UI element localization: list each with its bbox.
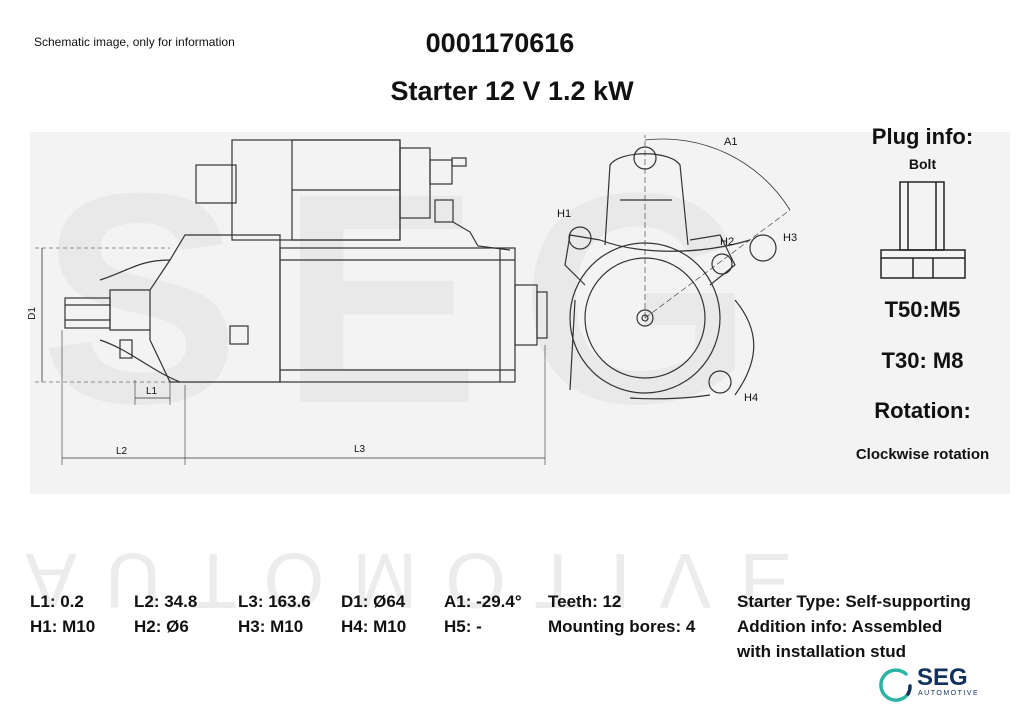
rotation-value: Clockwise rotation xyxy=(855,446,990,463)
spec-teeth: Teeth: 12 xyxy=(548,592,622,611)
spec-d1: D1: Ø64 xyxy=(341,592,406,611)
spec-h5: H5: - xyxy=(444,617,482,636)
plug-info-subtitle: Bolt xyxy=(908,156,937,172)
spec-starter-type: Starter Type: Self-supporting xyxy=(737,592,971,611)
spec-h4: H4: M10 xyxy=(341,617,407,636)
label-h1: H1 xyxy=(557,208,572,220)
spec-h1: H1: M10 xyxy=(30,617,96,636)
seg-logo-icon xyxy=(879,668,912,702)
front-view xyxy=(564,135,791,400)
terminal-t50: T50:M5 xyxy=(884,297,961,322)
label-h2: H2 xyxy=(720,236,735,248)
label-h4: H4 xyxy=(744,392,759,404)
spec-l1: L1: 0.2 xyxy=(30,592,84,611)
spec-l3: L3: 163.6 xyxy=(238,592,311,611)
watermark-tagline: AUTOMOTIVE xyxy=(25,537,820,625)
label-l2: L2 xyxy=(116,446,128,457)
page-title: Starter 12 V 1.2 kW xyxy=(390,76,634,106)
logo-name: SEG xyxy=(917,664,968,691)
label-l1: L1 xyxy=(146,386,158,397)
logo-sub: AUTOMOTIVE xyxy=(918,690,980,697)
label-h3: H3 xyxy=(783,232,798,244)
spec-h2: H2: Ø6 xyxy=(134,617,189,636)
spec-addition-info: Addition info: Assembled xyxy=(737,617,943,636)
watermark-band xyxy=(30,132,1010,494)
plug-info-title: Plug info: xyxy=(871,124,974,149)
spec-addition-info-cont: with installation stud xyxy=(737,642,907,661)
label-a1: A1 xyxy=(724,136,738,148)
schematic-note: Schematic image, only for information xyxy=(34,35,235,49)
spec-h3: H3: M10 xyxy=(238,617,304,636)
starter-drawing xyxy=(35,135,791,465)
watermark-brand: SEG xyxy=(40,130,794,466)
terminal-t30: T30: M8 xyxy=(881,348,964,373)
spec-a1: A1: -29.4° xyxy=(444,592,522,611)
label-l3: L3 xyxy=(354,444,366,455)
side-view xyxy=(35,139,548,465)
label-d1: D1 xyxy=(26,307,38,320)
part-number: 0001170616 xyxy=(425,28,575,58)
rotation-title: Rotation: xyxy=(874,398,971,423)
spec-mounting-bores: Mounting bores: 4 xyxy=(548,617,696,636)
spec-l2: L2: 34.8 xyxy=(134,592,198,611)
plug-bolt-icon xyxy=(880,181,966,279)
